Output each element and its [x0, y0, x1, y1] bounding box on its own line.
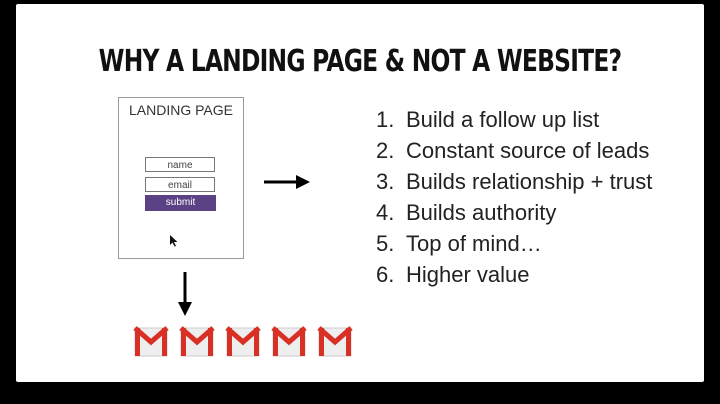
- gmail-icon: [317, 326, 353, 357]
- cursor-icon: [170, 235, 178, 247]
- list-item: 2.Constant source of leads: [376, 138, 650, 163]
- arrow-down-icon: [178, 272, 192, 316]
- list-item: 3.Builds relationship + trust: [376, 169, 653, 194]
- gmail-icon: [133, 326, 169, 357]
- slide-title: WHY A LANDING PAGE & NOT A WEBSITE?: [98, 44, 622, 79]
- slide: WHY A LANDING PAGE & NOT A WEBSITE? LAND…: [16, 4, 704, 382]
- gmail-icon: [271, 326, 307, 357]
- mockup-title: LANDING PAGE: [129, 102, 233, 118]
- mockup-name-field: name: [145, 157, 215, 172]
- mockup-email-field: email: [145, 177, 215, 192]
- arrow-right-icon: [264, 175, 310, 189]
- list-item: 6.Higher value: [376, 262, 530, 287]
- landing-page-mockup: LANDING PAGE name email submit: [118, 97, 244, 259]
- mockup-submit-button: submit: [145, 195, 216, 211]
- gmail-icon: [225, 326, 261, 357]
- list-item: 1.Build a follow up list: [376, 107, 600, 132]
- list-item: 4.Builds authority: [376, 200, 557, 225]
- reasons-list: 1.Build a follow up list 2.Constant sour…: [376, 104, 652, 290]
- list-item: 5.Top of mind…: [376, 231, 542, 256]
- gmail-icon: [179, 326, 215, 357]
